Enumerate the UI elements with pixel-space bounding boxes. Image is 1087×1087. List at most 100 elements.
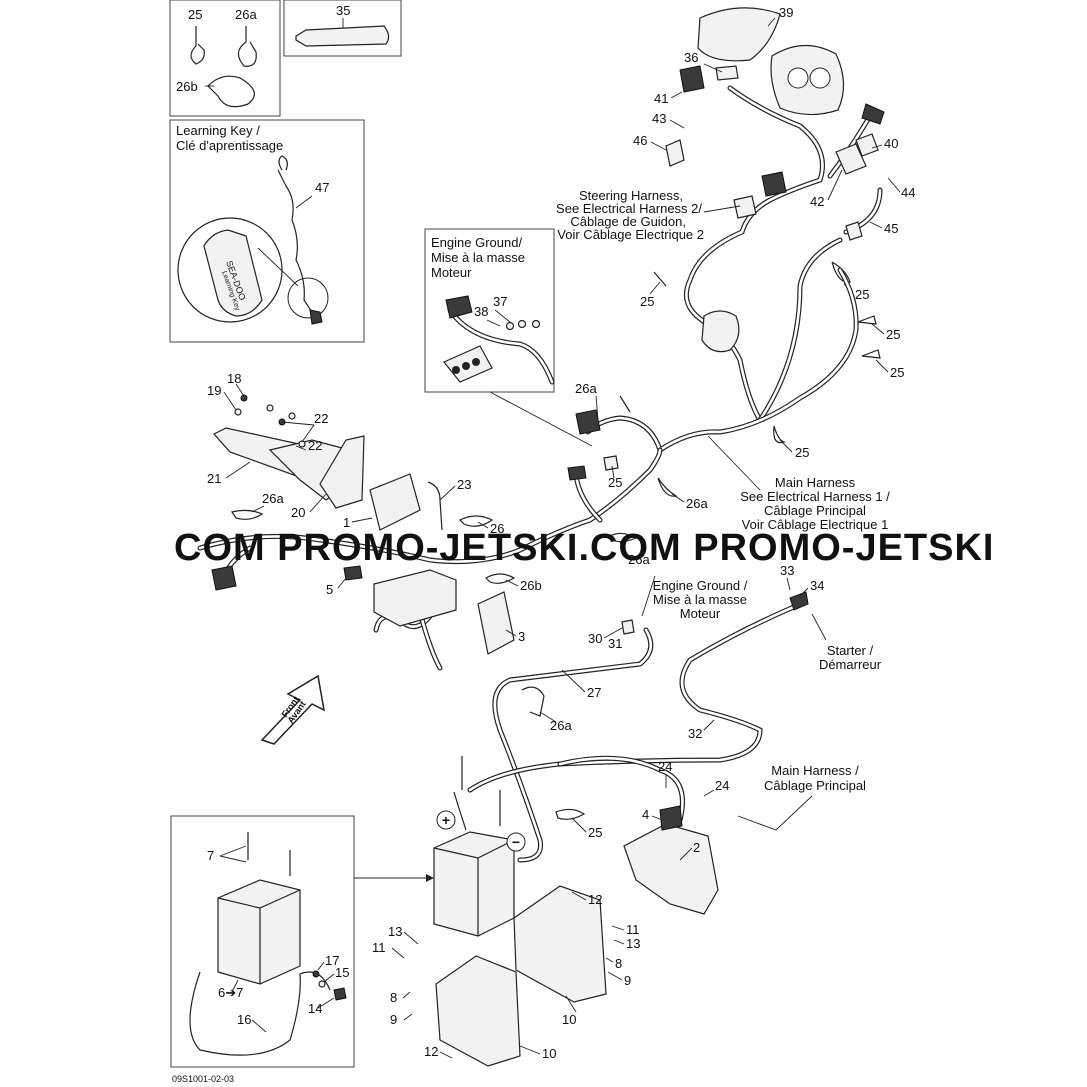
part-label-37: 37 bbox=[493, 294, 507, 309]
starter-caption-1: Starter / bbox=[827, 643, 874, 658]
grommet bbox=[701, 310, 740, 353]
main-harness-caption-3: Câblage Principal bbox=[764, 503, 866, 518]
engine-ground-2-caption-1: Engine Ground / bbox=[653, 578, 748, 593]
battery-tray-group: 12 11 13 8 9 13 11 8 9 10 10 12 bbox=[372, 885, 640, 1067]
relay-4 bbox=[659, 805, 683, 831]
learning-key-caption-fr: Clé d'aprentissage bbox=[176, 138, 283, 153]
part-label-18: 18 bbox=[227, 371, 241, 386]
steering-caption-1: Steering Harness, bbox=[579, 188, 683, 203]
part-label-44: 44 bbox=[901, 185, 915, 200]
steering-harness-assembly: 39 36 41 43 46 40 44 42 45 bbox=[556, 5, 915, 423]
part-label-17: 17 bbox=[325, 953, 339, 968]
main-harness-2-caption-1: Main Harness / bbox=[771, 763, 859, 778]
engine-ground-caption-2: Mise à la masse bbox=[431, 250, 525, 265]
battery-detail bbox=[217, 879, 301, 985]
part-label-4: 4 bbox=[642, 807, 649, 822]
part-label-9-b: 9 bbox=[390, 1012, 397, 1027]
part-label-26a-c: 26a bbox=[628, 552, 650, 567]
part-label-32: 32 bbox=[688, 726, 702, 741]
bracket-group: 18 19 22 22 21 20 bbox=[207, 371, 365, 520]
part-label-1: 1 bbox=[343, 515, 350, 530]
part-label-26a-r: 26a bbox=[686, 496, 708, 511]
part-label-3: 3 bbox=[518, 629, 525, 644]
main-harness bbox=[197, 267, 859, 671]
part-label-43: 43 bbox=[652, 111, 666, 126]
main-harness-caption-4: Voir Câblage Electrique 1 bbox=[742, 517, 889, 532]
battery-group: + − bbox=[433, 756, 526, 937]
part-label-6: 6➔7 bbox=[218, 985, 243, 1000]
battery-detail-box: 7 17 15 6➔7 14 16 bbox=[170, 815, 355, 1068]
part-label-26b-c: 26b bbox=[520, 578, 542, 593]
part-label-26a-l: 26a bbox=[262, 491, 284, 506]
engine-ground-2-caption-3: Moteur bbox=[680, 606, 721, 621]
part-label-13-b: 13 bbox=[626, 936, 640, 951]
part-label-15: 15 bbox=[335, 965, 349, 980]
switch-40 bbox=[855, 133, 879, 157]
relay-tray-group: 4 2 bbox=[623, 805, 719, 915]
steering-caption-2: See Electrical Harness 2/ bbox=[556, 201, 702, 216]
part-label-45: 45 bbox=[884, 221, 898, 236]
part-label-22-b: 22 bbox=[308, 438, 322, 453]
ground-starter-cables: 33 34 30 31 27 26a 32 24 24 25 Engine Gr… bbox=[467, 563, 882, 863]
part-label-26b: 26b bbox=[176, 79, 198, 94]
part-label-25: 25 bbox=[188, 7, 202, 22]
part-label-26a: 26a bbox=[235, 7, 257, 22]
engine-ground-caption-1: Engine Ground/ bbox=[431, 235, 522, 250]
sealant-box: 35 bbox=[283, 0, 402, 57]
part-label-30: 30 bbox=[588, 631, 602, 646]
part-label-25-d: 25 bbox=[886, 327, 900, 342]
ecu-group: 1 23 26a 26 26a 5 26b 3 26a 25 26a 25 bbox=[231, 381, 809, 655]
part-label-22-a: 22 bbox=[314, 411, 328, 426]
part-label-25-f: 25 bbox=[608, 475, 622, 490]
main-harness-caption-group: Main Harness See Electrical Harness 1 / … bbox=[707, 435, 890, 532]
part-label-24-b: 24 bbox=[715, 778, 729, 793]
part-label-11-b: 11 bbox=[372, 940, 386, 955]
clamp-detail-box: 25 26a 26b bbox=[169, 0, 281, 117]
part-label-34: 34 bbox=[810, 578, 824, 593]
part-label-11-a: 11 bbox=[626, 922, 640, 937]
starter-caption-2: Démarreur bbox=[819, 657, 882, 672]
part-label-33: 33 bbox=[780, 563, 794, 578]
part-label-25-c: 25 bbox=[855, 287, 869, 302]
part-label-21: 21 bbox=[207, 471, 221, 486]
ecu-1 bbox=[369, 473, 421, 531]
engine-ground-caption-3: Moteur bbox=[431, 265, 472, 280]
gauge-cover bbox=[697, 7, 781, 62]
part-label-23: 23 bbox=[457, 477, 471, 492]
watermark: COM PROMO-JETSKI.COM PROMO-JETSKI bbox=[174, 527, 994, 569]
part-label-25-g: 25 bbox=[795, 445, 809, 460]
part-label-20: 20 bbox=[291, 505, 305, 520]
switch-46 bbox=[665, 139, 685, 167]
part-label-8-b: 8 bbox=[390, 990, 397, 1005]
part-label-10-b: 10 bbox=[542, 1046, 556, 1061]
figure-code: 09S1001-02-03 bbox=[172, 1074, 234, 1084]
part-label-35: 35 bbox=[336, 3, 350, 18]
part-label-7: 7 bbox=[207, 848, 214, 863]
part-label-12-a: 12 bbox=[588, 892, 602, 907]
learning-key-icon bbox=[203, 229, 263, 317]
bracket-20 bbox=[319, 435, 365, 509]
part-label-27: 27 bbox=[587, 685, 601, 700]
part-label-46: 46 bbox=[633, 133, 647, 148]
learning-key-box: Learning Key / Clé d'aprentissage 47 SEA… bbox=[169, 119, 365, 343]
part-label-26a-m: 26a bbox=[575, 381, 597, 396]
tray-2 bbox=[623, 823, 719, 915]
part-label-39: 39 bbox=[779, 5, 793, 20]
part-label-8-a: 8 bbox=[615, 956, 622, 971]
positive-terminal-mark: + bbox=[442, 812, 450, 828]
tray-10-upper bbox=[513, 885, 607, 1003]
part-label-24-a: 24 bbox=[658, 759, 672, 774]
part-label-25-e: 25 bbox=[890, 365, 904, 380]
part-label-19: 19 bbox=[207, 383, 221, 398]
part-label-10-a: 10 bbox=[562, 1012, 576, 1027]
steering-caption-4: Voir Câblage Electrique 2 bbox=[557, 227, 704, 242]
front-arrow-icon: Front Avant bbox=[260, 674, 325, 745]
part-label-36: 36 bbox=[684, 50, 698, 65]
clips-25-group: 25 25 25 25 bbox=[640, 261, 904, 380]
steering-caption-3: Câblage de Guidon, bbox=[570, 214, 686, 229]
part-label-9-a: 9 bbox=[624, 973, 631, 988]
part-label-16: 16 bbox=[237, 1012, 251, 1027]
part-label-41: 41 bbox=[654, 91, 668, 106]
tray-10-lower bbox=[435, 955, 521, 1067]
